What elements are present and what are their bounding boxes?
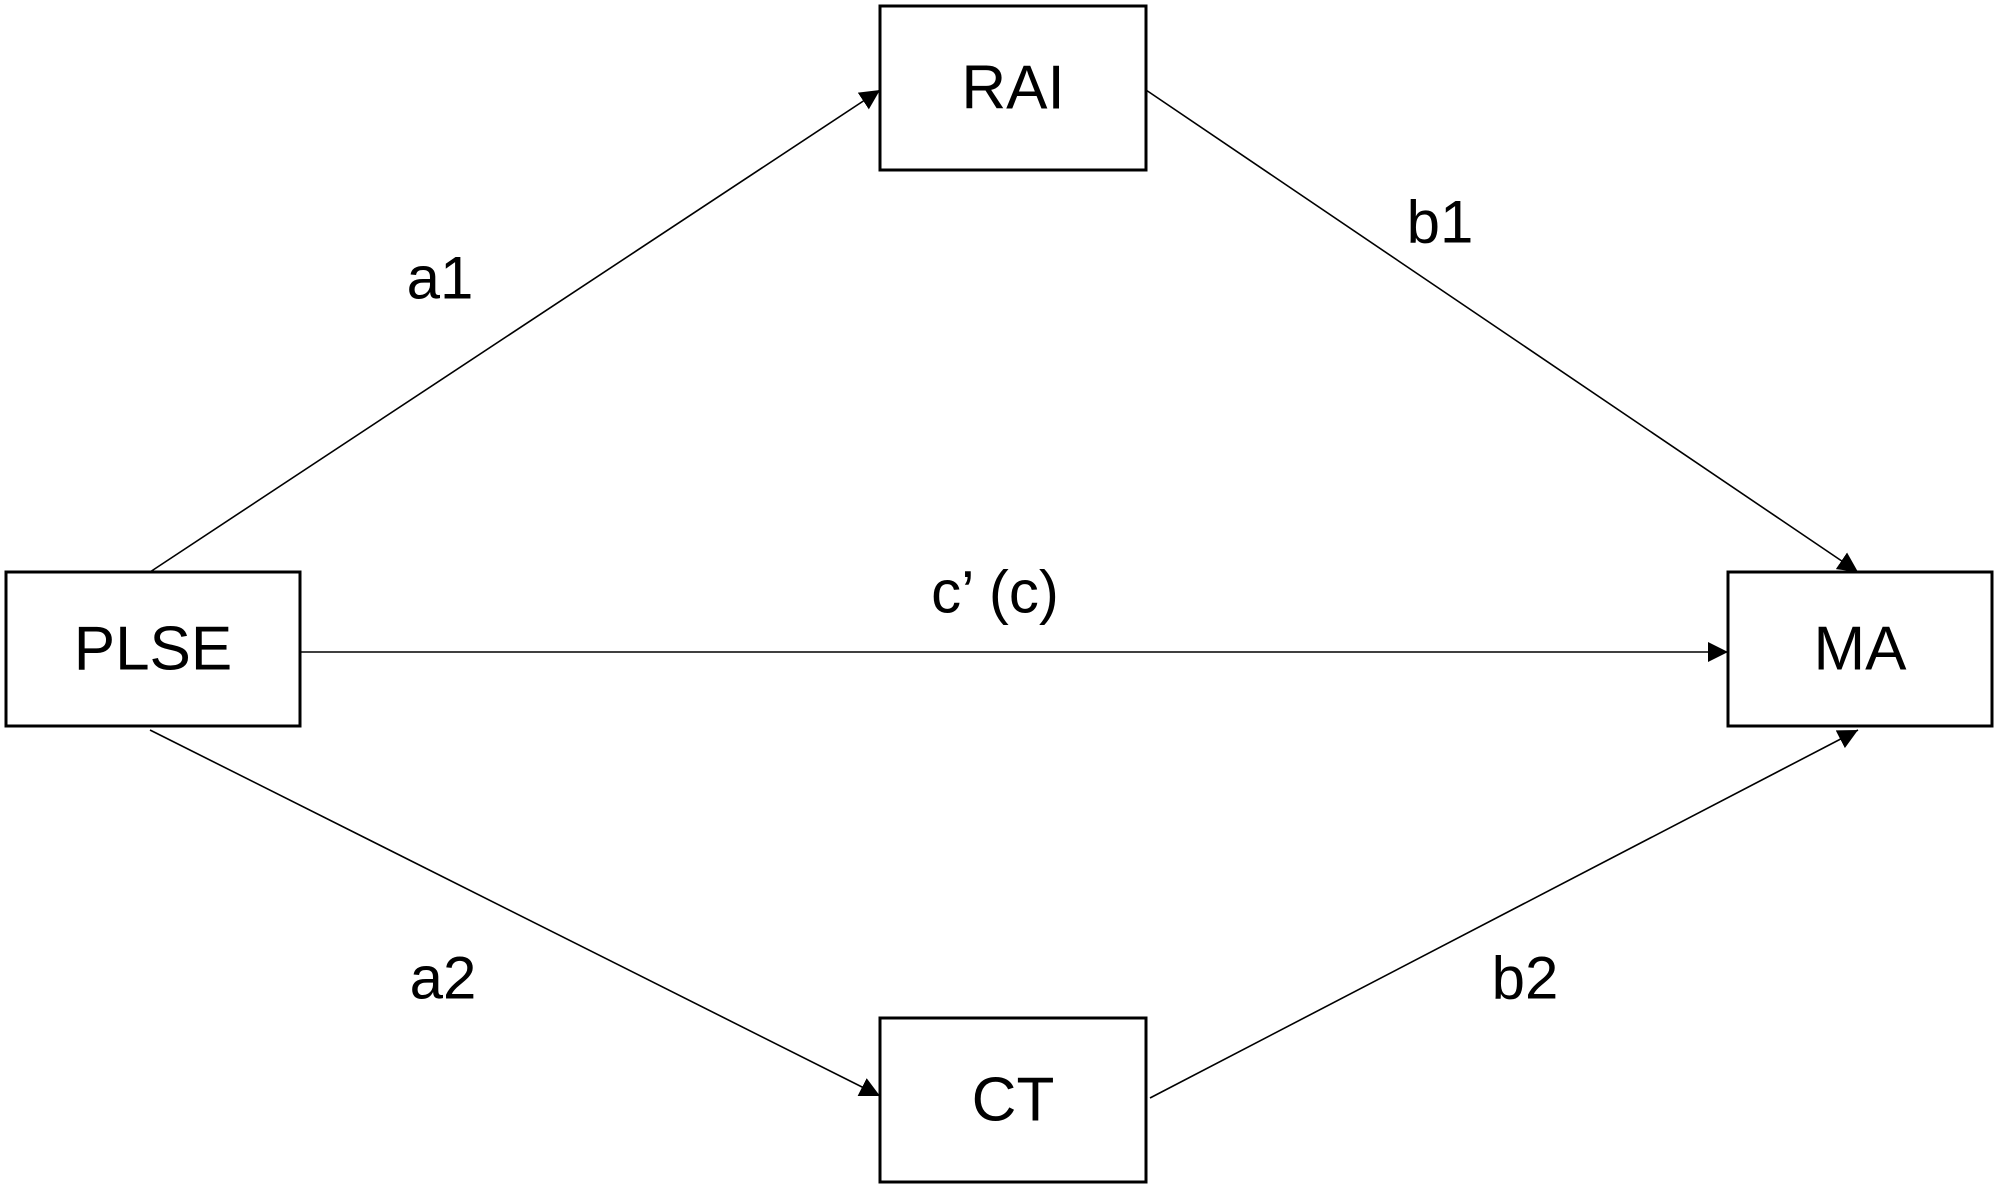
- node-plse: PLSE: [4, 570, 302, 728]
- path-b1-label: b1: [1407, 189, 1474, 256]
- node-rai: RAI: [878, 4, 1148, 172]
- node-ct: CT: [878, 1016, 1148, 1184]
- node-ma: MA: [1726, 570, 1994, 728]
- path-b2-arrow: [1149, 729, 1859, 1099]
- path-direct-label: c’ (c): [931, 559, 1059, 626]
- path-a2-arrow: [149, 729, 881, 1097]
- path-b2-label: b2: [1492, 945, 1559, 1012]
- path-a1-label: a1: [407, 245, 474, 312]
- node-rai-label: RAI: [961, 54, 1064, 123]
- path-a2-label: a2: [410, 945, 477, 1012]
- path-b1-arrow: [1145, 89, 1859, 573]
- node-plse-label: PLSE: [74, 615, 233, 684]
- node-ma-label: MA: [1814, 615, 1908, 684]
- node-ct-label: CT: [972, 1066, 1055, 1135]
- path-a1-arrow: [149, 89, 881, 573]
